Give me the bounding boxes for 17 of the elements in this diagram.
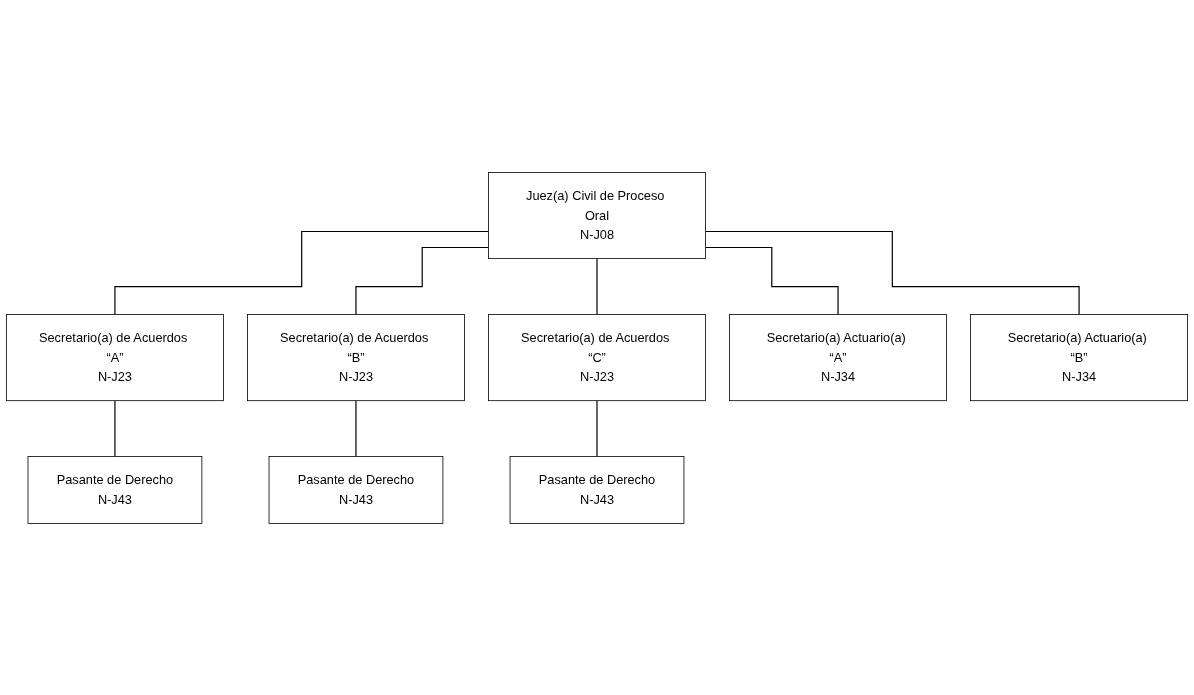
connector [704,246,839,315]
node-box: Juez(a) Civil de Proceso Oral N-J08 [488,171,706,259]
node-box: Secretario(a) Actuario(a) “A” N-J34 [729,313,947,401]
connector [355,246,490,315]
node-box: Pasante de Derecho N-J43 [268,455,444,524]
node-box: Pasante de Derecho N-J43 [27,455,203,524]
connector [114,399,116,457]
node-box: Secretario(a) de Acuerdos “A” N-J23 [6,313,224,401]
node-box: Secretario(a) de Acuerdos “B” N-J23 [247,313,465,401]
node-box: Secretario(a) de Acuerdos “C” N-J23 [488,313,706,401]
connector [596,257,598,315]
connector [355,399,357,457]
connector [596,399,598,457]
connector [704,230,1080,315]
node-box: Secretario(a) Actuario(a) “B” N-J34 [970,313,1188,401]
node-box: Pasante de Derecho N-J43 [509,455,685,524]
connector [114,230,490,315]
